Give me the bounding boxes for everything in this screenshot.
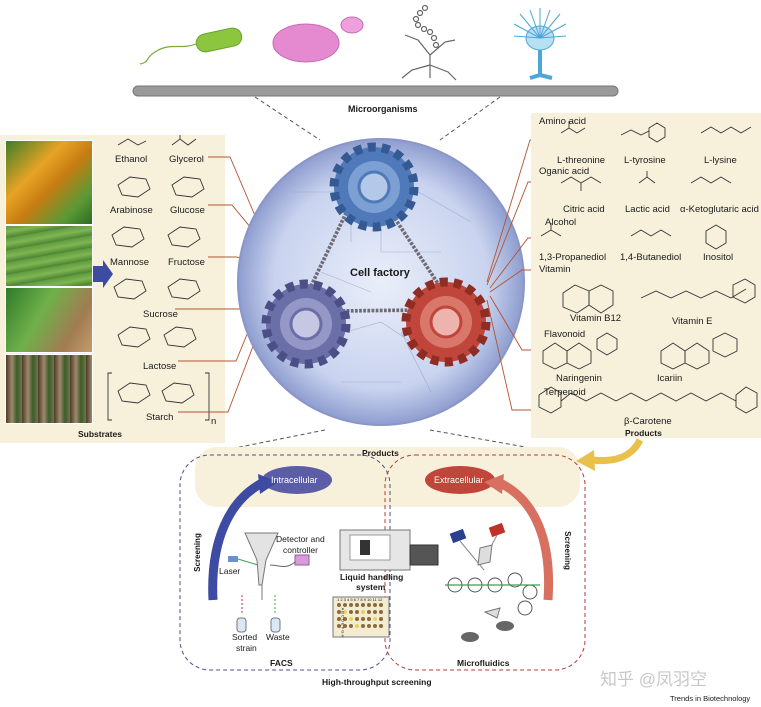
yeast-icon <box>272 16 364 63</box>
laser-label: Laser <box>219 566 241 576</box>
product-vitamin-e: Vitamin E <box>672 316 713 327</box>
microfluidic-droplets <box>447 572 538 616</box>
substrate-starch: Starch <box>146 412 174 423</box>
substrate-glycerol: Glycerol <box>169 154 204 165</box>
products-panel <box>531 113 761 438</box>
substrate-arabinose: Arabinose <box>110 205 153 216</box>
product-l-lysine: L-lysine <box>704 155 737 166</box>
hts-label: High-throughput screening <box>322 677 432 687</box>
intracellular-ellipse <box>262 466 332 494</box>
products-panel-title: Products <box>625 428 662 438</box>
plate-wells <box>337 603 383 628</box>
journal-label: Trends in Biotechnology <box>670 694 751 703</box>
blue-gear-icon <box>329 142 419 232</box>
substrate-glucose: Glucose <box>170 205 205 216</box>
group-organic-acid: Oganic acid <box>539 166 590 177</box>
red-gear-icon <box>401 277 491 367</box>
cell-factory <box>237 138 525 426</box>
screening-right-label: Screening <box>562 531 572 570</box>
soybean-field-photo <box>5 225 93 287</box>
screening-left-label: Screening <box>192 533 202 572</box>
substrates-title: Substrates <box>78 429 122 439</box>
starch-n-label: n <box>211 416 217 427</box>
product-inositol: Inositol <box>703 252 734 263</box>
product-citric-acid: Citric acid <box>563 204 605 215</box>
system-label: system <box>356 582 386 592</box>
plate-column-labels: 1 2 3 4 5 6 7 8 9 10 11 12 <box>337 597 383 602</box>
substrates-arrow <box>93 260 113 288</box>
group-terpenoid: Terpenoid <box>544 387 586 398</box>
product-butanediol: 1,4-Butanediol <box>620 252 682 263</box>
microfluidics-label: Microfluidics <box>457 658 510 668</box>
substrate-ethanol: Ethanol <box>115 154 148 165</box>
extracellular-label: Extracellular <box>434 475 484 485</box>
purple-gear-icon <box>261 279 351 369</box>
intracellular-label: Intracellular <box>271 475 318 485</box>
sugarcane-photo <box>5 354 93 424</box>
group-vitamin: Vitamin <box>539 264 571 275</box>
facs-label: FACS <box>270 658 293 668</box>
product-naringenin: Naringenin <box>556 373 602 384</box>
detector-label: Detector and <box>276 534 325 544</box>
controller-label: controller <box>283 545 318 555</box>
product-propanediol: 1,3-Propanediol <box>539 252 607 263</box>
substrate-sucrose: Sucrose <box>143 309 178 320</box>
product-vitamin-b12: Vitamin B12 <box>570 313 622 324</box>
strain-label: strain <box>236 643 257 653</box>
plate-row-labels: A B C D E F G H <box>340 607 346 638</box>
corn-photo <box>5 140 93 225</box>
watermark: 知乎 @凤羽空 <box>600 670 707 689</box>
waste-label: Waste <box>266 632 290 642</box>
microorganisms-illustration <box>132 4 619 141</box>
extracellular-ellipse <box>425 466 495 494</box>
product-l-tyrosine: L-tyrosine <box>624 155 666 166</box>
peas-photo <box>5 287 93 353</box>
product-beta-carotene: β-Carotene <box>624 416 672 427</box>
product-l-threonine: L-threonine <box>557 155 606 166</box>
group-alcohol: Alcohol <box>545 217 577 228</box>
substrate-lactose: Lactose <box>143 361 177 372</box>
product-structures <box>538 121 758 414</box>
hts-products-label: Products <box>362 448 399 458</box>
group-flavonoid: Flavonoid <box>544 329 586 340</box>
product-icariin: Icariin <box>657 373 683 384</box>
liquid-handling-label: Liquid handling <box>340 572 404 582</box>
substrate-mannose: Mannose <box>110 257 150 268</box>
sorted-label: Sorted <box>232 632 258 642</box>
bacterium-icon <box>139 27 243 65</box>
product-lactic-acid: Lactic acid <box>625 204 670 215</box>
microorganisms-bar <box>132 85 619 97</box>
microorganisms-label: Microorganisms <box>348 104 418 114</box>
aspergillus-icon <box>513 8 567 80</box>
substrate-structures <box>107 135 210 421</box>
actinomycete-icon <box>401 4 457 81</box>
substrate-fructose: Fructose <box>168 257 205 268</box>
group-amino-acid: Amino acid <box>539 116 586 127</box>
product-ketoglutaric-acid: α-Ketoglutaric acid <box>680 204 759 215</box>
cell-factory-title: Cell factory <box>350 267 410 279</box>
